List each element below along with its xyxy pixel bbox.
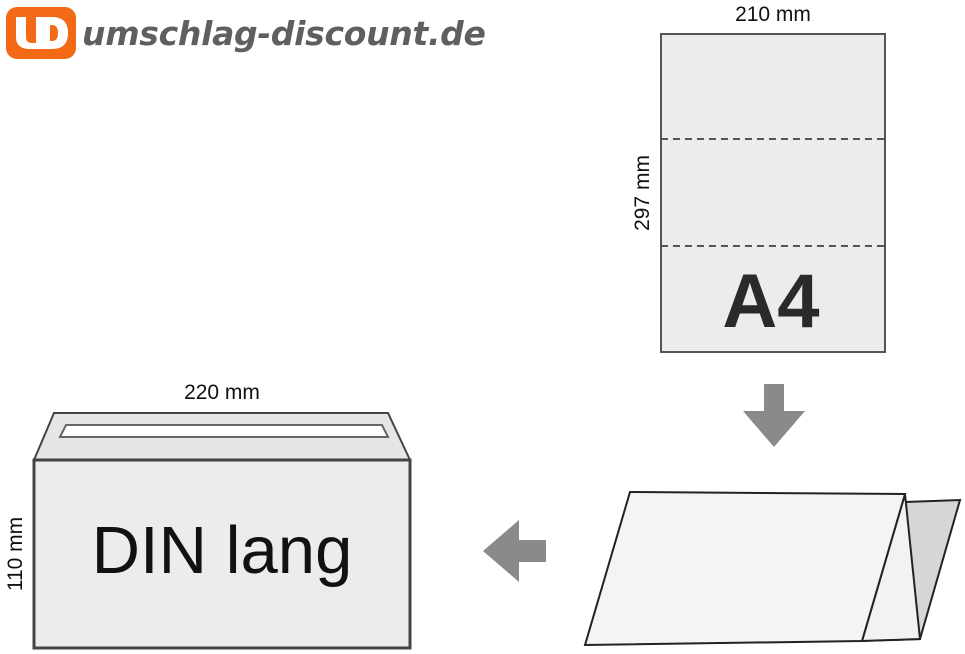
brand-logo: umschlag-discount.de bbox=[6, 6, 486, 60]
sheet-height-label: 297 mm bbox=[631, 155, 654, 231]
envelope-height-label: 110 mm bbox=[4, 517, 27, 591]
envelope-strip bbox=[58, 424, 390, 438]
sheet-label: A4 bbox=[722, 259, 819, 344]
down-arrow-icon bbox=[743, 384, 805, 447]
envelope: DIN lang bbox=[32, 412, 412, 650]
left-arrow-icon bbox=[483, 520, 546, 582]
brand-name: umschlag-discount.de bbox=[82, 13, 486, 53]
envelope-label: DIN lang bbox=[92, 513, 353, 588]
logo-icon bbox=[6, 7, 76, 59]
envelope-width-label: 220 mm bbox=[184, 381, 260, 404]
sheet-width-label: 210 mm bbox=[735, 3, 811, 26]
folded-sheet bbox=[583, 490, 962, 647]
a4-sheet: A4 bbox=[660, 33, 886, 353]
